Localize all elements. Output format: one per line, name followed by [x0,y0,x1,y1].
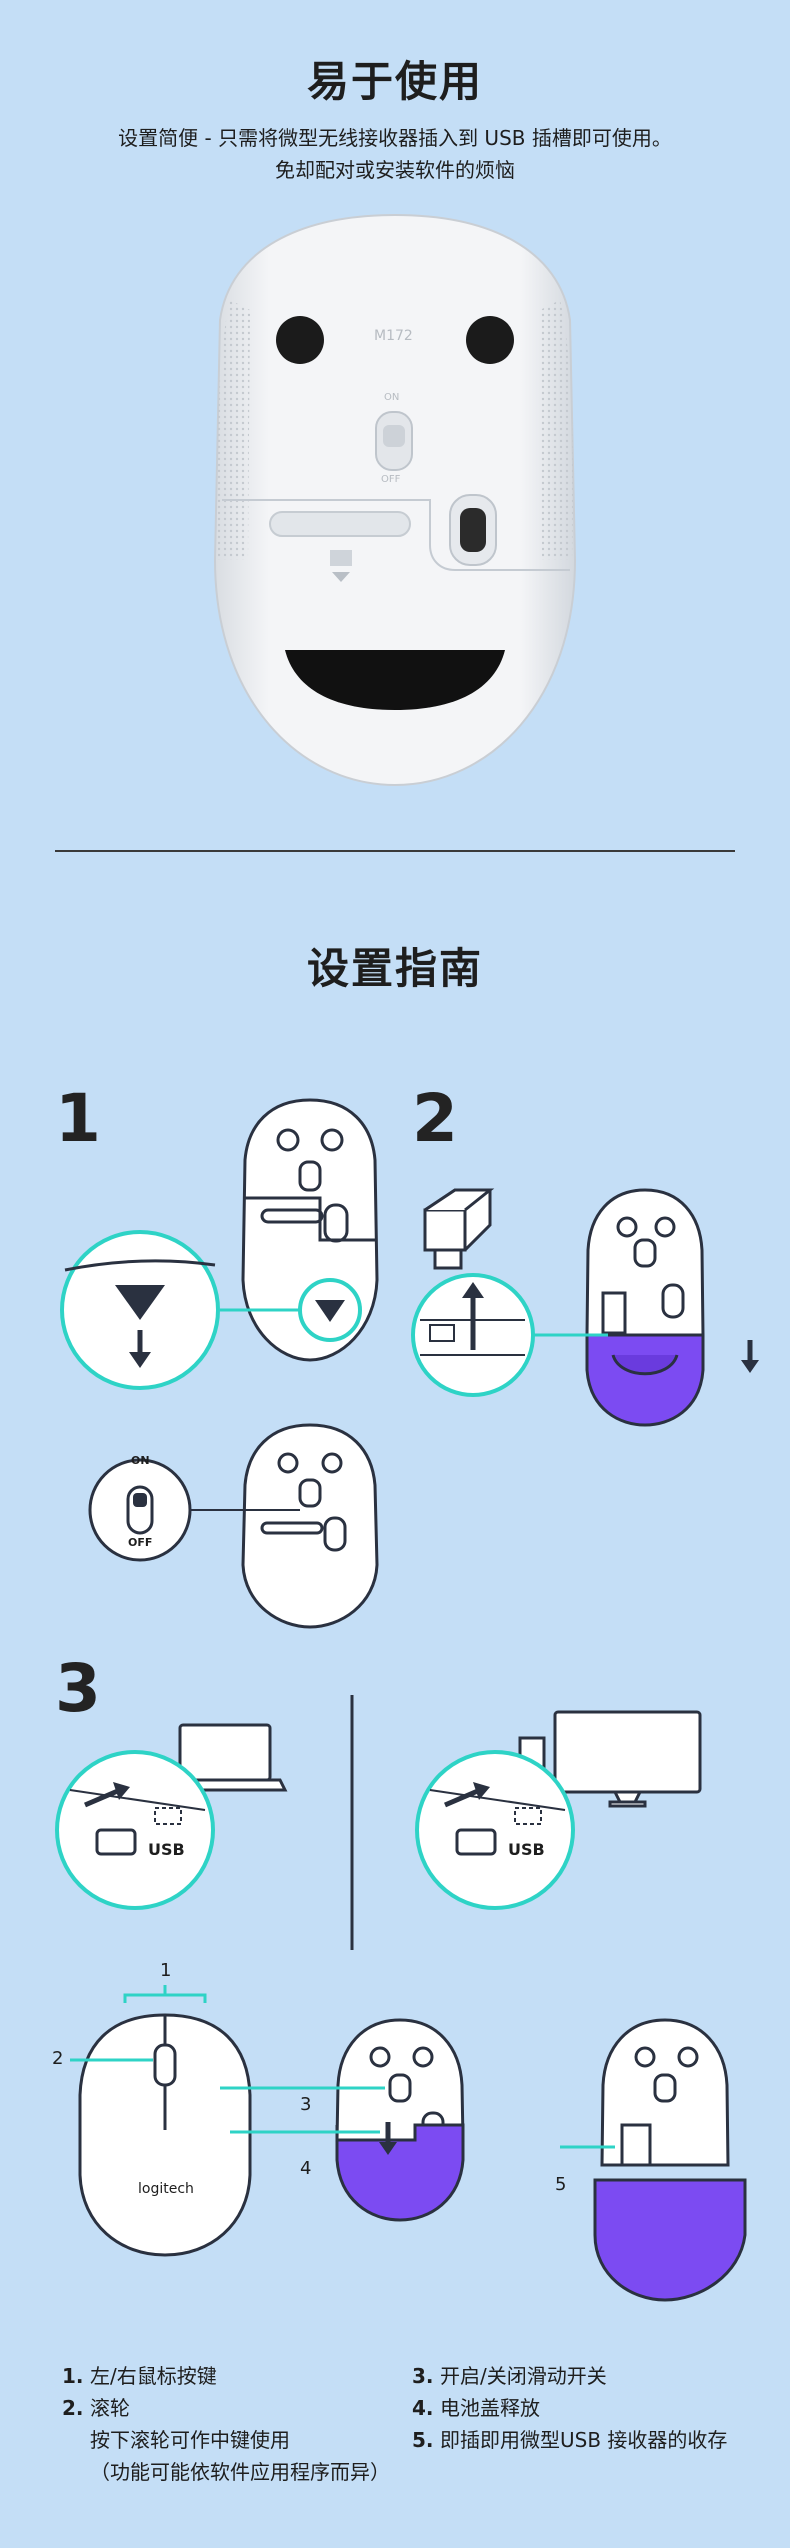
callout-1: 1 [160,1960,172,1981]
callout-3: 3 [300,2094,312,2115]
step-1-switch-off: OFF [128,1536,153,1549]
laptop [162,1723,288,1792]
hero-title: 易于使用 [306,57,483,106]
mouse-underside-photo [213,213,577,787]
guide-title: 设置指南 [306,944,483,993]
legend-item-2-sub1: 按下滚轮可作中键使用 [90,2428,290,2452]
legend-num: 4. [412,2396,434,2420]
legend-text: 滚轮 [90,2396,130,2420]
hero-subtitle-line1: 设置简便 - 只需将微型无线接收器插入到 USB 插槽即可使用。 [118,126,672,150]
callout-5: 5 [555,2174,567,2195]
legend-item-1: 1. 左/右鼠标按键 [62,2360,402,2392]
hero-subtitle-line2: 免却配对或安装软件的烦恼 [275,158,515,182]
section-divider [55,850,735,852]
legend-num: 5. [412,2428,434,2452]
legend-num: 1. [62,2364,84,2388]
step-2-number: 2 [412,1080,458,1157]
legend-item-4: 4. 电池盖释放 [412,2392,772,2424]
step-1-mouse-switch [241,1423,379,1629]
legend-text: 左/右鼠标按键 [90,2364,217,2388]
legend-item-3: 3. 开启/关闭滑动开关 [412,2360,772,2392]
legend-num: 2. [62,2396,84,2420]
legend-text: 即插即用微型USB 接收器的收存 [440,2428,728,2452]
step-2-mouse [585,1188,705,1427]
legend-text: 开启/关闭滑动开关 [440,2364,607,2388]
parts-diagram [70,1985,747,2302]
model-label: M172 [374,328,413,344]
legend-left: 1. 左/右鼠标按键 2. 滚轮 按下滚轮可作中键使用 （功能可能依软件应用程序… [62,2360,402,2488]
legend-item-2: 2. 滚轮 [62,2392,402,2424]
step-1-switch-on: ON [131,1454,150,1467]
step-1-illustration [60,1098,379,1629]
mouse-top-view [78,2013,252,2257]
legend-num: 3. [412,2364,434,2388]
legend-item-2-sub2: （功能可能依软件应用程序而异） [90,2460,390,2484]
hero-switch-off: OFF [381,474,401,485]
legend-text: 电池盖释放 [440,2396,540,2420]
mouse-bottom-receiver [593,2018,747,2302]
usb-label-right: USB [508,1840,545,1859]
brand-logo: logitech [138,2181,194,2197]
step-3-number: 3 [55,1650,101,1727]
hero-switch-on: ON [384,392,400,403]
nano-receiver [423,1188,495,1270]
legend-right: 3. 开启/关闭滑动开关 4. 电池盖释放 5. 即插即用微型USB 接收器的收… [412,2360,772,2456]
callout-2: 2 [52,2048,64,2069]
step-1-number: 1 [55,1080,101,1157]
callout-4: 4 [300,2158,312,2179]
step-3-illustration [55,1695,702,1950]
step-2-illustration [411,1188,759,1427]
usb-label-left: USB [148,1840,185,1859]
mouse-bottom-battery [335,2018,465,2222]
legend-item-5: 5. 即插即用微型USB 接收器的收存 [412,2424,772,2456]
